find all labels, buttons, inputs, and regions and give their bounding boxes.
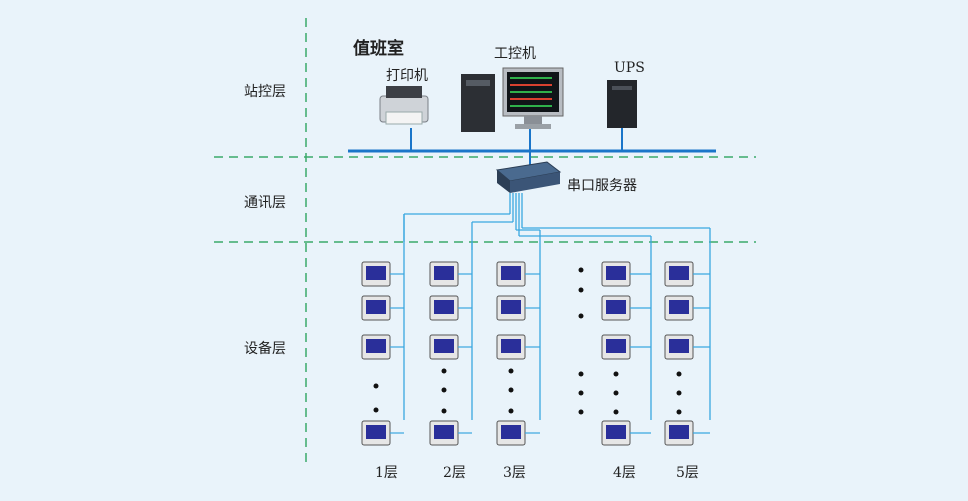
ellipsis-dot: [578, 313, 584, 319]
meter-screen: [669, 339, 689, 353]
ellipsis-dot: [578, 267, 584, 273]
ellipsis-dot: [578, 287, 584, 293]
layer-label-device: 设备层: [244, 341, 286, 357]
ups-icon: [607, 80, 637, 128]
meter-screen: [501, 425, 521, 439]
ellipsis-dot: [613, 390, 619, 396]
ellipsis-dot: [508, 387, 514, 393]
pc-drive: [466, 80, 490, 86]
ellipsis-dot: [441, 408, 447, 414]
ellipsis-dot: [373, 407, 379, 413]
meter-screen: [366, 266, 386, 280]
meter-3-4: [496, 420, 526, 446]
pc-label: 工控机: [494, 46, 536, 62]
meter-screen: [606, 266, 626, 280]
meter-screen: [434, 425, 454, 439]
layer-label-comm: 通讯层: [244, 195, 286, 211]
ellipsis-dot: [441, 368, 447, 374]
ups-label: UPS: [614, 60, 645, 76]
ellipsis-dot: [508, 368, 514, 374]
serial-server-icon: [495, 161, 562, 193]
monitor-neck: [524, 116, 542, 124]
meter-screen: [606, 300, 626, 314]
ups-panel: [612, 86, 632, 90]
meter-2-3: [429, 334, 459, 360]
meter-4-1: [601, 261, 631, 287]
meter-screen: [366, 425, 386, 439]
meter-5-2: [664, 295, 694, 321]
floor-label-3: 3层: [503, 465, 526, 481]
meter-screen: [669, 300, 689, 314]
ellipsis-dot: [508, 408, 514, 414]
floor-label-5: 5层: [676, 465, 699, 481]
meter-5-4: [664, 420, 694, 446]
meter-screen: [606, 339, 626, 353]
meter-2-1: [429, 261, 459, 287]
ellipsis-dot: [613, 409, 619, 415]
server-front: [510, 172, 560, 193]
layer-label-station: 站控层: [244, 84, 286, 100]
ellipsis-dot: [441, 387, 447, 393]
ellipsis-dot: [578, 371, 584, 377]
room-title: 值班室: [353, 39, 404, 59]
meter-screen: [434, 266, 454, 280]
meter-screen: [366, 300, 386, 314]
meter-5-3: [664, 334, 694, 360]
meter-screen: [501, 266, 521, 280]
meter-screen: [434, 300, 454, 314]
meter-screen: [366, 339, 386, 353]
ellipsis-dot: [676, 409, 682, 415]
meter-screen: [501, 339, 521, 353]
floor-label-2: 2层: [443, 465, 466, 481]
ellipsis-dot: [613, 371, 619, 377]
serial-server-label: 串口服务器: [567, 178, 637, 194]
server-side: [497, 170, 510, 193]
printer-icon: [379, 86, 429, 125]
ellipsis-dot: [373, 383, 379, 389]
meter-1-1: [361, 261, 391, 287]
meter-screen: [434, 339, 454, 353]
monitor-base: [515, 124, 551, 129]
ellipsis-dot: [578, 409, 584, 415]
meter-screen: [669, 266, 689, 280]
meter-3-3: [496, 334, 526, 360]
ellipsis-dot: [676, 371, 682, 377]
meter-1-2: [361, 295, 391, 321]
meter-screen: [606, 425, 626, 439]
pc-icon: [461, 67, 564, 132]
meter-1-3: [361, 334, 391, 360]
meter-screen: [669, 425, 689, 439]
meter-3-2: [496, 295, 526, 321]
printer-top: [386, 86, 422, 98]
meter-5-1: [664, 261, 694, 287]
meter-1-4: [361, 420, 391, 446]
ellipsis-dot: [676, 390, 682, 396]
meter-2-4: [429, 420, 459, 446]
floor-label-1: 1层: [375, 465, 398, 481]
printer-label: 打印机: [386, 68, 428, 84]
meter-4-4: [601, 420, 631, 446]
floor-label-4: 4层: [613, 465, 636, 481]
meter-4-2: [601, 295, 631, 321]
meter-screen: [501, 300, 521, 314]
meter-3-1: [496, 261, 526, 287]
ellipsis-dot: [578, 390, 584, 396]
printer-paper: [385, 111, 423, 125]
meter-2-2: [429, 295, 459, 321]
meter-4-3: [601, 334, 631, 360]
